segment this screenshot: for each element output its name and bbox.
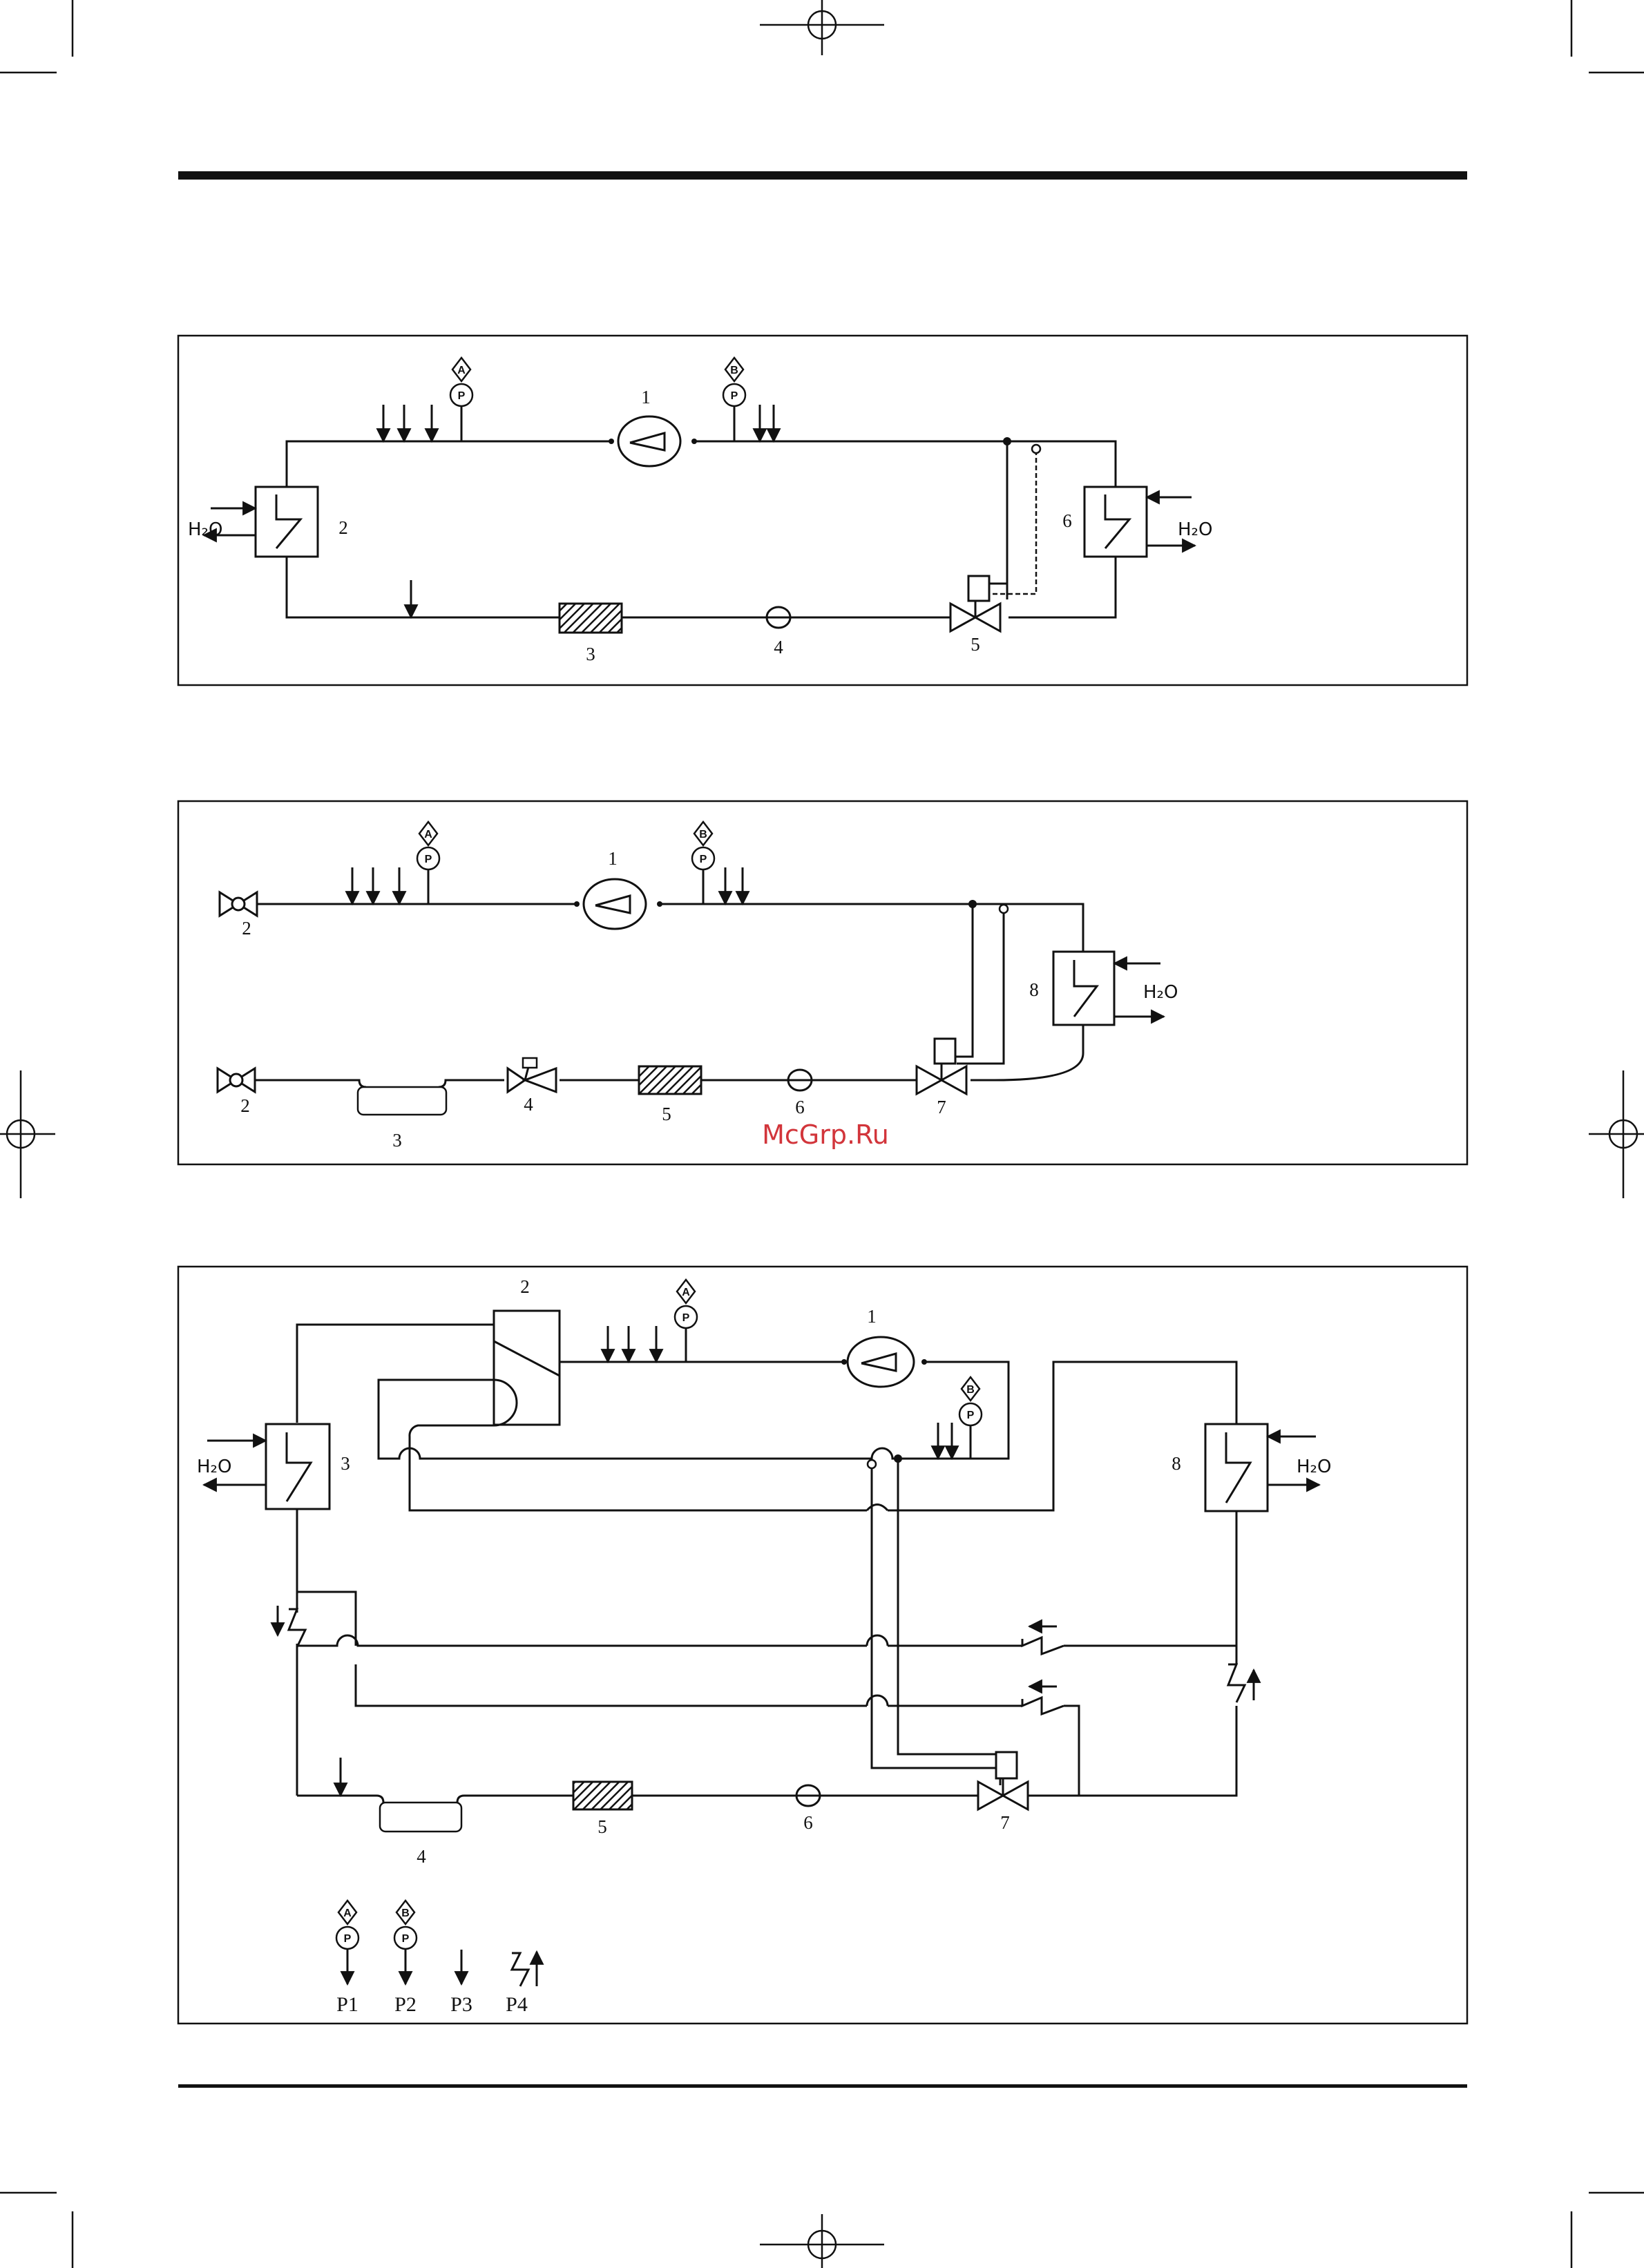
diagram-c: H₂O H₂O xyxy=(178,1267,1467,2024)
svg-text:6: 6 xyxy=(1062,510,1072,531)
svg-text:5: 5 xyxy=(971,634,980,655)
svg-text:7: 7 xyxy=(1000,1812,1010,1833)
svg-text:P3: P3 xyxy=(450,1993,472,2016)
check-valve-upper xyxy=(1022,1626,1064,1654)
liquid-receiver-4 xyxy=(380,1803,461,1832)
pressure-gauge-b: B P xyxy=(692,822,714,904)
check-valve-lower xyxy=(1022,1686,1064,1714)
probe-arrows xyxy=(341,1326,952,1796)
svg-text:2: 2 xyxy=(240,1095,250,1116)
expansion-valve-7 xyxy=(917,1039,966,1094)
svg-text:P4: P4 xyxy=(506,1993,528,2016)
pressure-gauge-b: B P xyxy=(959,1377,982,1459)
svg-text:B: B xyxy=(699,829,707,840)
svg-text:1: 1 xyxy=(608,848,618,869)
svg-text:7: 7 xyxy=(937,1097,946,1117)
fluid-label: H₂O xyxy=(188,519,222,540)
sight-glass-4 xyxy=(767,607,790,628)
legend: A P P1 B P P2 P3 P4 xyxy=(336,1901,537,2016)
pressure-gauge-a: A P xyxy=(450,358,472,441)
svg-text:A: A xyxy=(424,829,432,840)
diagram-b: A P B P xyxy=(178,801,1467,1164)
svg-text:4: 4 xyxy=(417,1846,426,1867)
service-valve-2-upper xyxy=(220,892,280,916)
svg-text:B: B xyxy=(401,1907,410,1919)
svg-text:2: 2 xyxy=(520,1276,530,1297)
svg-text:P: P xyxy=(425,854,432,865)
fluid-label: H₂O xyxy=(1143,982,1178,1003)
svg-text:3: 3 xyxy=(341,1453,350,1474)
svg-text:P: P xyxy=(402,1933,410,1945)
header-rule xyxy=(178,171,1467,180)
svg-text:1: 1 xyxy=(641,387,651,407)
svg-text:4: 4 xyxy=(774,637,783,657)
svg-text:P1: P1 xyxy=(336,1993,359,2016)
legend-item-p4: P4 xyxy=(506,1952,537,2016)
probe-arrows xyxy=(352,867,743,904)
svg-text:5: 5 xyxy=(662,1104,671,1124)
diagram-a-frame xyxy=(178,336,1467,685)
svg-text:P: P xyxy=(731,390,738,402)
probe-arrows xyxy=(383,405,774,617)
legend-item-p3: P3 xyxy=(450,1950,472,2016)
svg-text:B: B xyxy=(730,365,738,376)
watermark: McGrp.Ru xyxy=(762,1119,889,1150)
liquid-receiver-3 xyxy=(358,1087,446,1115)
svg-text:8: 8 xyxy=(1029,979,1039,1000)
check-valve-left xyxy=(278,1606,305,1647)
legend-item-p1: A P P1 xyxy=(336,1901,359,2016)
compressor-1 xyxy=(841,1337,927,1387)
sight-glass-6 xyxy=(788,1070,812,1090)
svg-text:A: A xyxy=(343,1907,352,1919)
svg-text:P: P xyxy=(967,1410,975,1421)
compressor-1 xyxy=(574,879,662,929)
pressure-gauge-a: A P xyxy=(675,1280,697,1362)
svg-text:P: P xyxy=(458,390,466,402)
svg-text:6: 6 xyxy=(803,1812,813,1833)
svg-text:6: 6 xyxy=(795,1097,805,1117)
check-valve-right xyxy=(1228,1664,1254,1702)
pressure-gauge-a: A P xyxy=(417,822,439,904)
svg-text:2: 2 xyxy=(338,517,348,538)
svg-text:5: 5 xyxy=(598,1816,607,1837)
legend-item-p2: B P P2 xyxy=(394,1901,417,2016)
svg-text:A: A xyxy=(457,365,466,376)
pressure-gauge-b: B P xyxy=(723,358,745,441)
filter-drier-5 xyxy=(573,1782,632,1809)
fluid-label: H₂O xyxy=(1178,519,1212,540)
service-valve-2-lower xyxy=(218,1068,280,1092)
svg-text:4: 4 xyxy=(524,1094,533,1115)
expansion-valve-7 xyxy=(978,1752,1028,1809)
footer-rule xyxy=(178,2084,1467,2088)
svg-text:P2: P2 xyxy=(394,1993,417,2016)
svg-text:A: A xyxy=(682,1287,690,1298)
svg-text:1: 1 xyxy=(867,1306,877,1327)
svg-text:P: P xyxy=(682,1312,690,1324)
svg-text:3: 3 xyxy=(586,644,595,664)
fluid-label: H₂O xyxy=(197,1457,231,1477)
svg-text:3: 3 xyxy=(392,1130,402,1151)
four-way-valve-2 xyxy=(487,1311,560,1425)
svg-text:P: P xyxy=(344,1933,352,1945)
diagram-c-labels: 1 2 3 4 5 6 7 8 xyxy=(341,1276,1181,1867)
diagram-a: H₂O H₂O A P xyxy=(178,336,1467,685)
solenoid-valve-4 xyxy=(508,1058,556,1092)
svg-text:P: P xyxy=(700,854,707,865)
svg-text:8: 8 xyxy=(1172,1453,1181,1474)
sight-glass-6 xyxy=(796,1785,820,1806)
svg-text:2: 2 xyxy=(242,918,251,939)
svg-text:B: B xyxy=(966,1384,975,1396)
filter-drier-5 xyxy=(639,1066,701,1094)
fluid-label: H₂O xyxy=(1297,1457,1331,1477)
compressor-1 xyxy=(609,416,697,466)
filter-drier-3 xyxy=(560,604,622,633)
